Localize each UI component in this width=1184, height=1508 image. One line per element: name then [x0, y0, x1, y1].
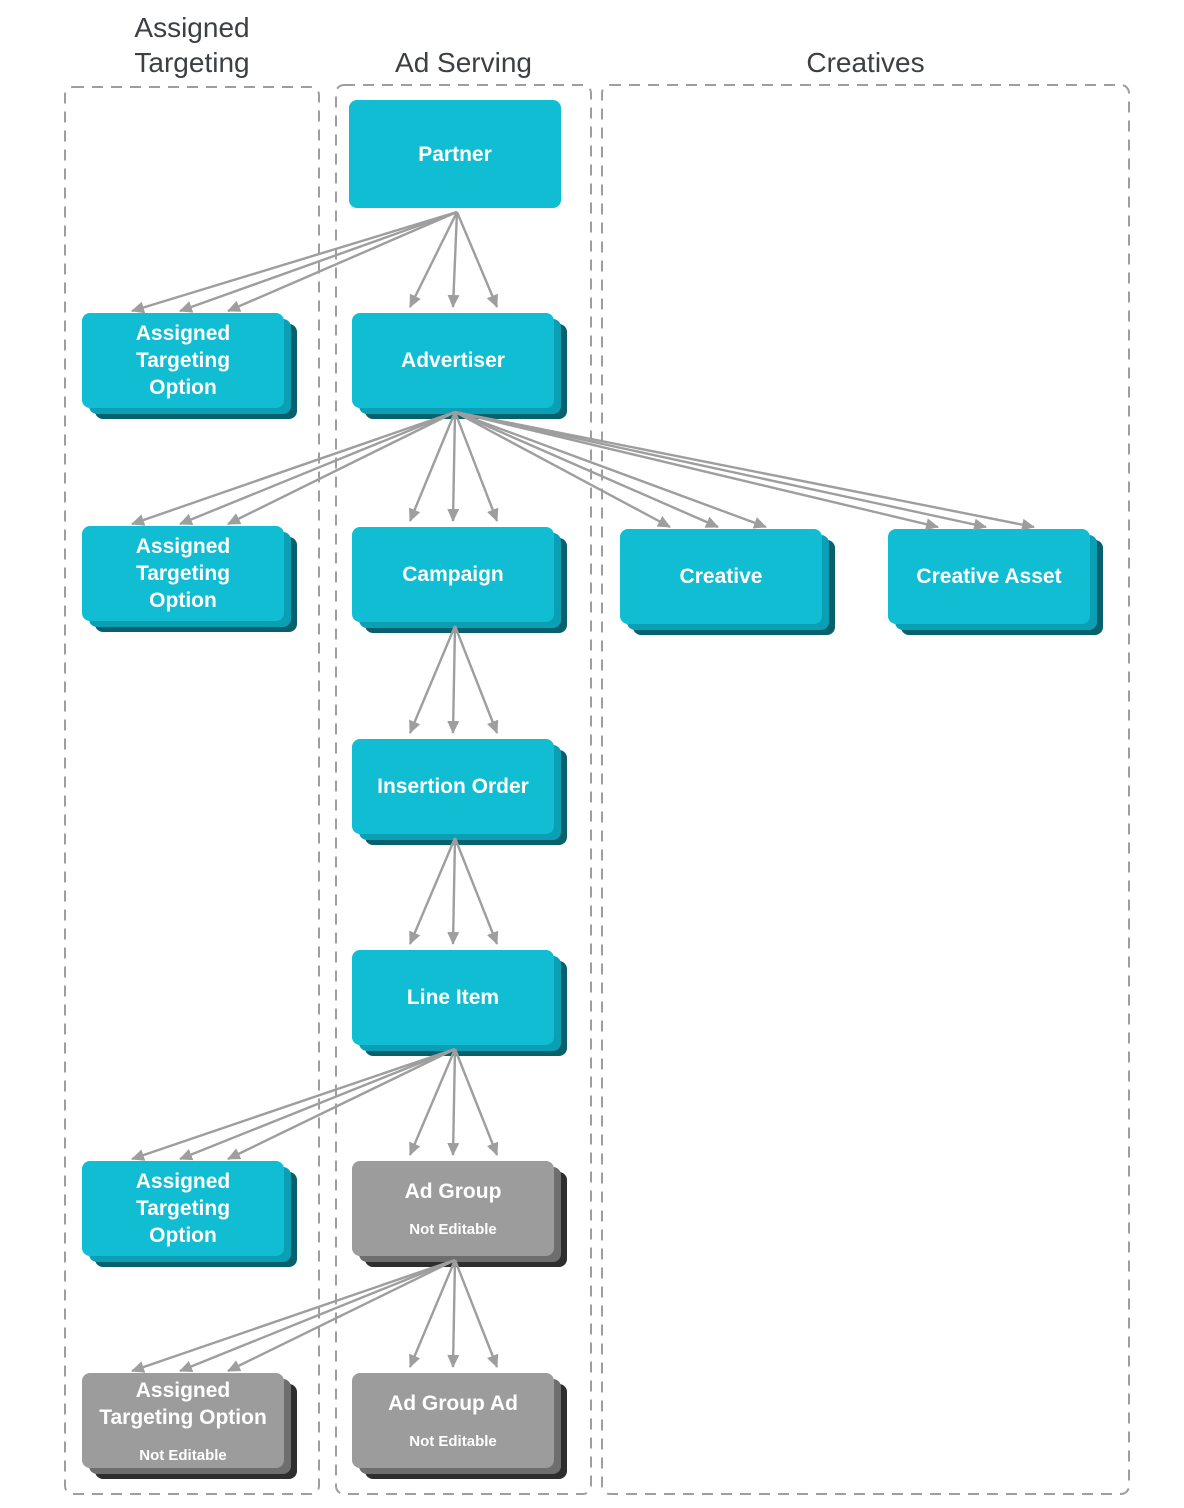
- edge-partner-to-assigned-targeting-option-1-arrow-2: [179, 210, 458, 313]
- edge-insertion-order-to-line-item-arrow-2: [447, 837, 460, 945]
- edge-partner-to-assigned-targeting-option-1-arrow-3: [227, 210, 458, 313]
- edge-advertiser-to-creative-arrow-2: [454, 410, 719, 529]
- edge-campaign-to-insertion-order-arrow-3: [453, 625, 499, 734]
- column-title-text: Assigned Targeting: [134, 12, 250, 78]
- node-label: Ad Group Ad: [388, 1390, 518, 1417]
- edge-line-item-to-assigned-targeting-option-3-arrow-1: [131, 1047, 456, 1161]
- edge-advertiser-to-creative-asset-arrow-1: [454, 410, 939, 531]
- edge-ad-group-to-ad-group-ad-arrow-2: [447, 1259, 460, 1368]
- node-label-line: Creative Asset: [916, 565, 1062, 588]
- node-label-line: Ad Group: [404, 1180, 502, 1203]
- edge-partner-to-advertiser-arrow-2: [447, 211, 460, 308]
- node-label: Ad Group: [405, 1178, 502, 1205]
- node-label-line: Partner: [418, 142, 492, 166]
- node-label-line: Targeting: [135, 562, 231, 585]
- column-title-text: Ad Serving: [395, 47, 532, 78]
- edge-advertiser-to-creative-arrow-1: [454, 410, 671, 529]
- node-label-line: Option: [149, 1224, 217, 1247]
- node-label-line: Campaign: [402, 563, 504, 586]
- edge-line-item-to-assigned-targeting-option-3-arrow-2: [179, 1047, 456, 1161]
- node-label-line: Targeting Option: [99, 1405, 267, 1429]
- edge-line-item-to-ad-group-arrow-2: [447, 1048, 460, 1156]
- node-label-line: Creative: [679, 565, 763, 588]
- edge-advertiser-to-campaign-arrow-1: [408, 411, 457, 522]
- creatives-column-border: [601, 84, 1130, 1495]
- node-sublabel: Not Editable: [409, 1221, 497, 1238]
- node-advertiser: Advertiser: [352, 313, 554, 408]
- edge-insertion-order-to-line-item-arrow-1: [408, 837, 457, 945]
- node-label-line: Ad Group Ad: [388, 1392, 518, 1415]
- edge-advertiser-to-assigned-targeting-option-2-arrow-2: [179, 410, 456, 526]
- node-campaign: Campaign: [352, 527, 554, 622]
- edge-line-item-to-ad-group-arrow-1: [408, 1048, 457, 1156]
- node-ad-group-ad: Ad Group Ad Not Editable: [352, 1373, 554, 1468]
- edge-ad-group-to-assigned-targeting-option-4-arrow-2: [179, 1258, 456, 1373]
- edge-line-item-to-ad-group-arrow-3: [453, 1048, 499, 1156]
- node-label-line: Assigned: [135, 322, 231, 345]
- edge-advertiser-to-creative-asset-arrow-3: [454, 410, 1035, 531]
- node-line-item: Line Item: [352, 950, 554, 1045]
- node-label-line: Targeting: [135, 1197, 231, 1220]
- node-label-line: Assigned: [135, 535, 231, 558]
- edge-partner-to-advertiser-arrow-3: [455, 211, 499, 308]
- node-label: Creative: [680, 563, 763, 590]
- node-label-line: Option: [149, 589, 217, 612]
- node-insertion-order: Insertion Order: [352, 739, 554, 834]
- edge-partner-to-advertiser-arrow-1: [408, 211, 459, 308]
- edge-partner-to-assigned-targeting-option-1-arrow-1: [131, 210, 458, 314]
- edge-advertiser-to-assigned-targeting-option-2-arrow-1: [131, 410, 456, 526]
- edge-ad-group-to-ad-group-ad-arrow-1: [408, 1259, 457, 1368]
- column-title-assigned-targeting: Assigned Targeting: [65, 0, 319, 80]
- node-label-line: Advertiser: [401, 349, 505, 372]
- node-label: Insertion Order: [377, 773, 529, 800]
- node-partner: Partner: [349, 100, 561, 208]
- node-label: Campaign: [402, 561, 504, 588]
- edge-line-item-to-assigned-targeting-option-3-arrow-3: [227, 1047, 456, 1161]
- edge-ad-group-to-assigned-targeting-option-4-arrow-1: [131, 1258, 456, 1373]
- edge-advertiser-to-campaign-arrow-2: [447, 411, 460, 522]
- column-borders: [64, 84, 1130, 1495]
- node-label-line: Assigned: [135, 1170, 231, 1193]
- column-title-creatives: Creatives: [602, 0, 1129, 80]
- edge-advertiser-to-creative-arrow-3: [454, 410, 767, 529]
- column-title-ad-serving: Ad Serving: [336, 0, 591, 80]
- node-label-line: Assigned: [135, 1378, 231, 1402]
- column-title-text: Creatives: [806, 47, 925, 78]
- node-sublabel: Not Editable: [139, 1446, 227, 1464]
- node-creative: Creative: [620, 529, 822, 624]
- node-label: Line Item: [407, 984, 499, 1011]
- node-label-line: Line Item: [406, 986, 500, 1009]
- edge-campaign-to-insertion-order-arrow-2: [447, 625, 460, 734]
- node-sublabel: Not Editable: [409, 1433, 497, 1450]
- node-label: Partner: [418, 141, 492, 168]
- edge-campaign-to-insertion-order-arrow-1: [408, 625, 457, 734]
- node-label-line: Option: [149, 376, 217, 399]
- assigned-targeting-column-border: [64, 86, 320, 1495]
- node-label: Advertiser: [401, 347, 505, 374]
- edge-ad-group-to-assigned-targeting-option-4-arrow-3: [227, 1258, 456, 1373]
- node-creative-asset: Creative Asset: [888, 529, 1090, 624]
- edge-advertiser-to-creative-asset-arrow-2: [454, 410, 987, 531]
- edge-advertiser-to-assigned-targeting-option-2-arrow-3: [227, 410, 456, 526]
- node-label-line: Insertion Order: [377, 775, 529, 798]
- node-label: Creative Asset: [916, 563, 1061, 590]
- edge-advertiser-to-campaign-arrow-3: [453, 411, 499, 522]
- edge-insertion-order-to-line-item-arrow-3: [453, 837, 499, 945]
- node-label-line: Targeting: [135, 349, 231, 372]
- edge-ad-group-to-ad-group-ad-arrow-3: [453, 1259, 499, 1368]
